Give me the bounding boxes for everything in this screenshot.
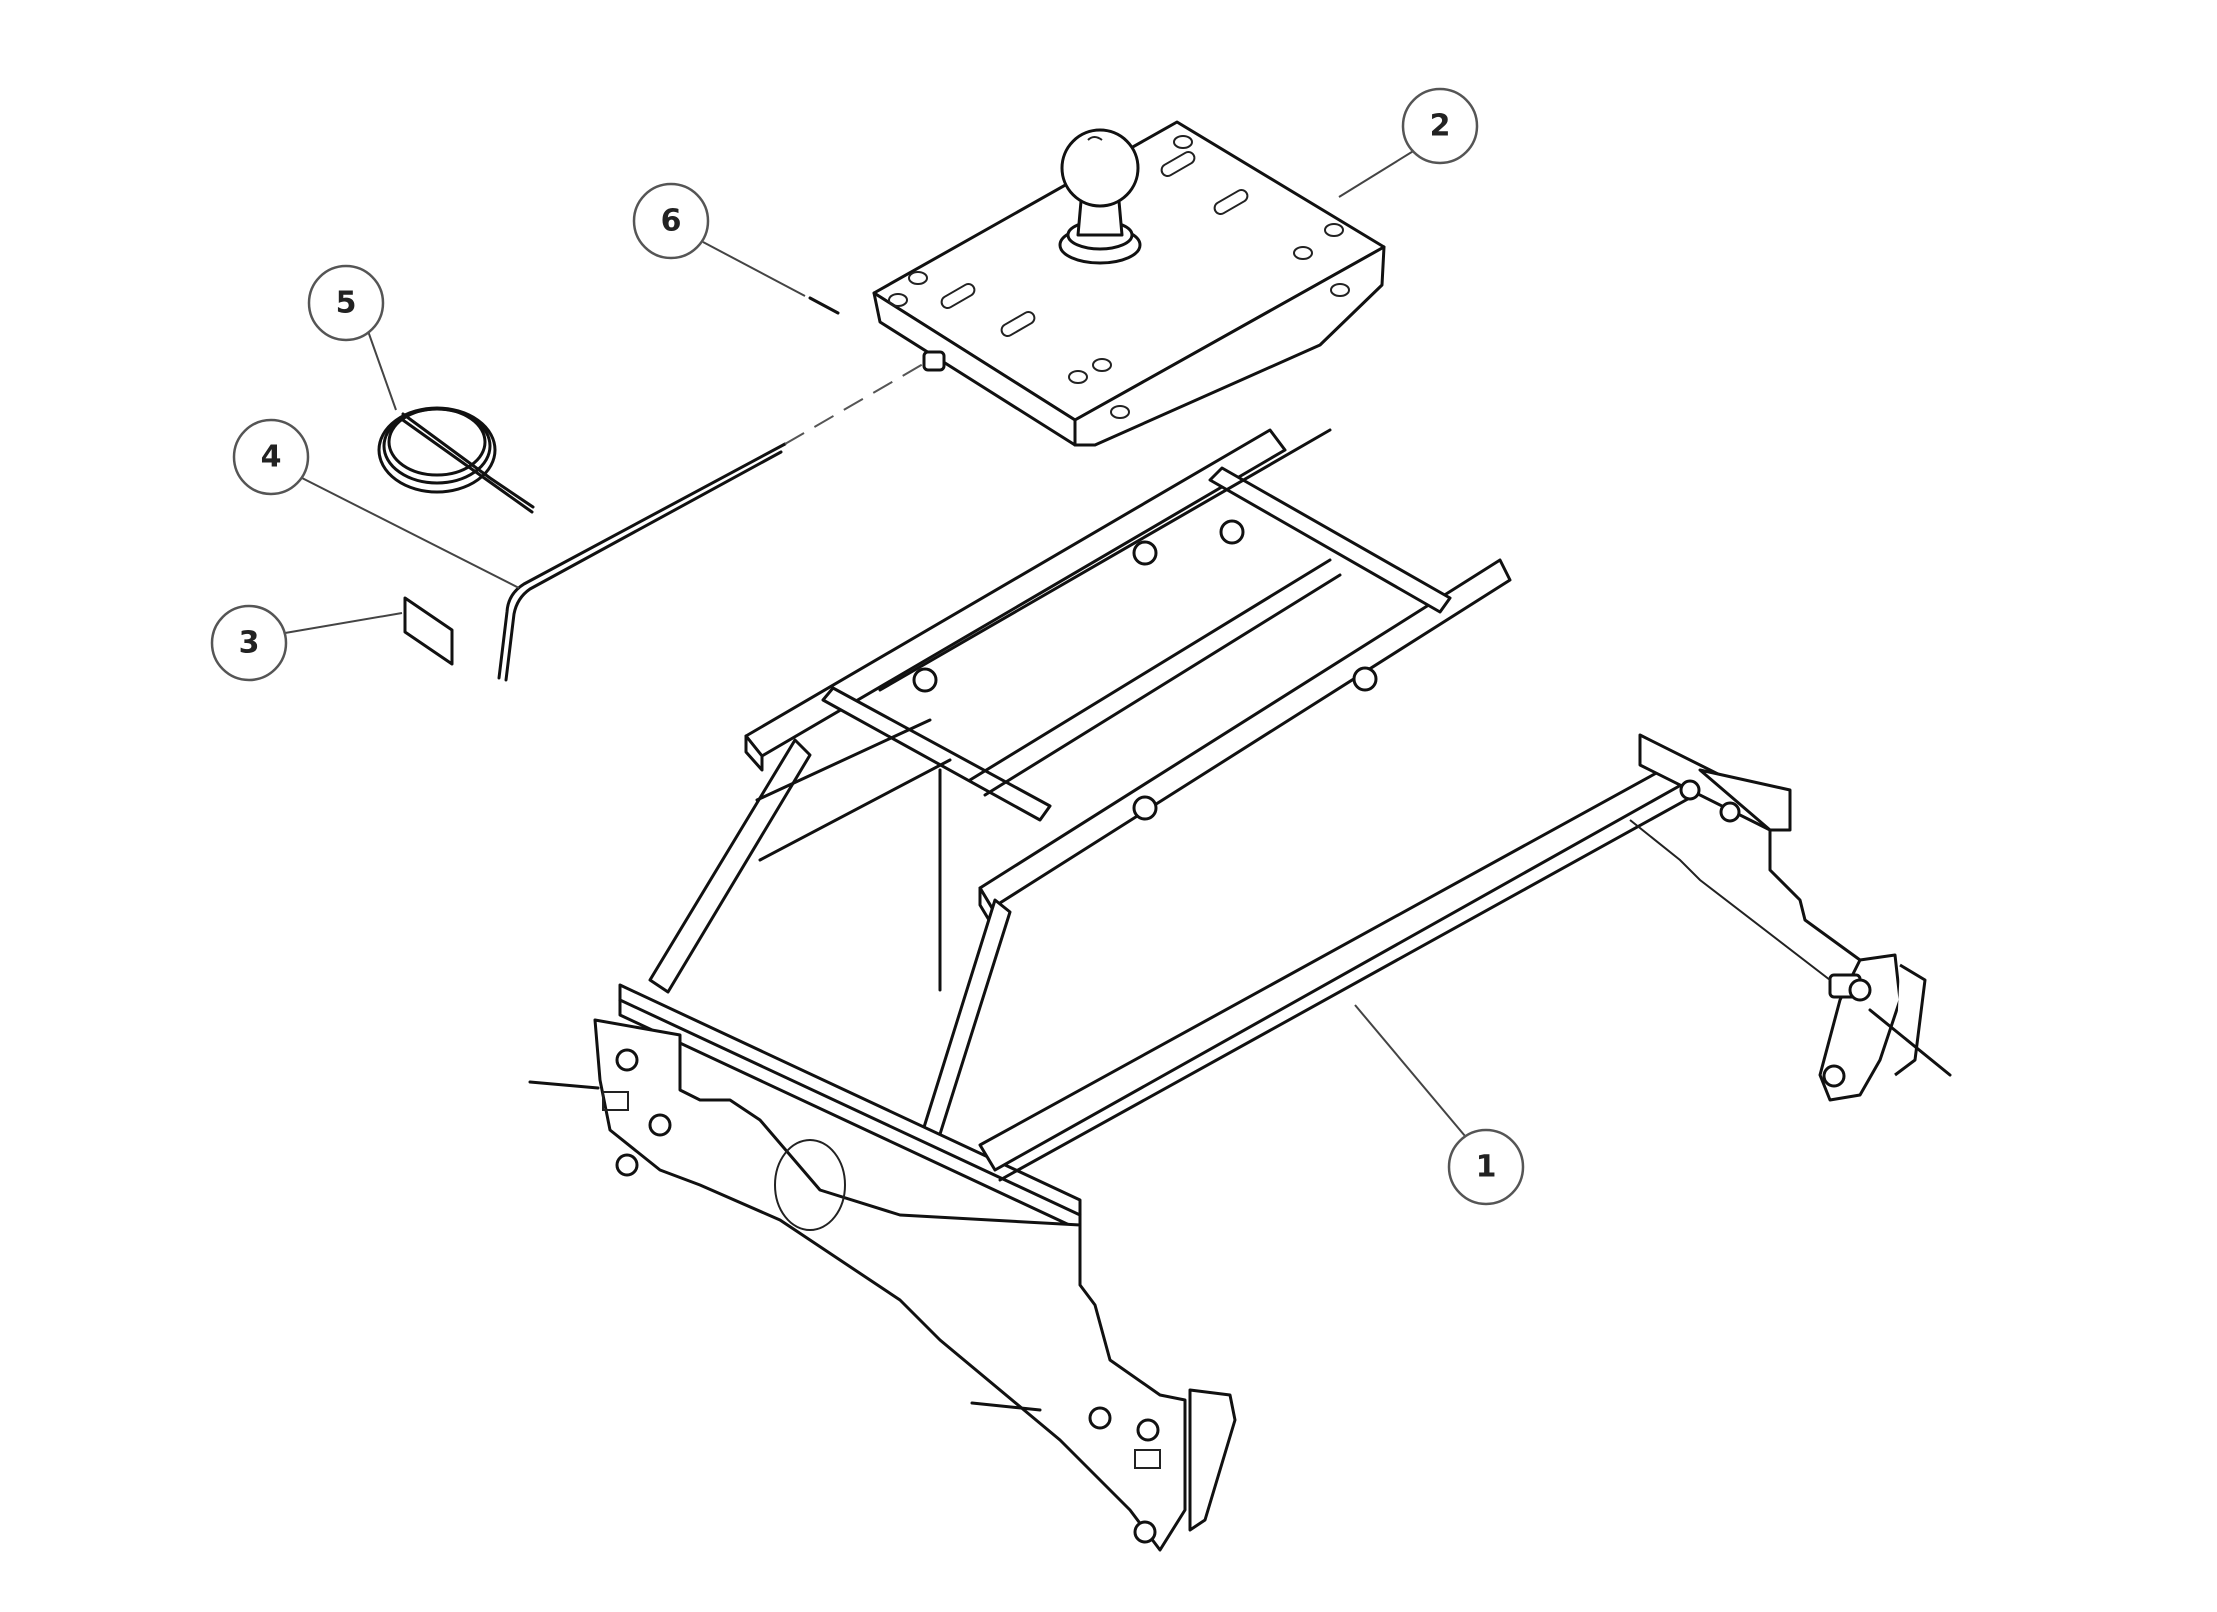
callout-2: 2 <box>1401 87 1479 165</box>
callout-circle <box>307 264 385 342</box>
hitch-ball-icon <box>1058 128 1142 265</box>
ball-plate <box>872 120 1386 447</box>
leader-3 <box>284 612 403 634</box>
callout-number: 1 <box>1476 1150 1497 1185</box>
callout-1: 1 <box>1447 1128 1525 1206</box>
leader-2 <box>1338 149 1416 198</box>
callout-number: 2 <box>1430 109 1451 144</box>
safety-chain-cable <box>377 406 535 514</box>
callout-circle <box>632 182 710 260</box>
right-bracket-plate <box>1818 953 1902 1102</box>
frame-assembly <box>528 428 1952 1552</box>
decal <box>403 596 454 666</box>
callout-6: 6 <box>632 182 710 260</box>
callout-number: 6 <box>661 204 682 239</box>
callout-3: 3 <box>210 604 288 682</box>
leader-lines <box>284 149 1466 1137</box>
left-bracket-plate <box>593 1018 1187 1552</box>
plate-slots-icon <box>888 135 1350 419</box>
callouts: 1 2 3 4 5 6 <box>210 87 1525 1206</box>
callout-number: 5 <box>336 286 357 321</box>
leader-1 <box>1354 1004 1466 1137</box>
leader-5 <box>367 330 397 411</box>
callout-circle <box>210 604 288 682</box>
callout-circle <box>1401 87 1479 165</box>
callout-5: 5 <box>307 264 385 342</box>
handle-rod <box>497 359 931 682</box>
callout-circle <box>232 418 310 496</box>
leader-6 <box>702 241 806 297</box>
leader-4 <box>301 477 520 589</box>
callout-4: 4 <box>232 418 310 496</box>
callout-number: 4 <box>261 440 282 475</box>
callout-circle <box>1447 1128 1525 1206</box>
callout-number: 3 <box>239 626 260 661</box>
pin <box>808 296 840 315</box>
